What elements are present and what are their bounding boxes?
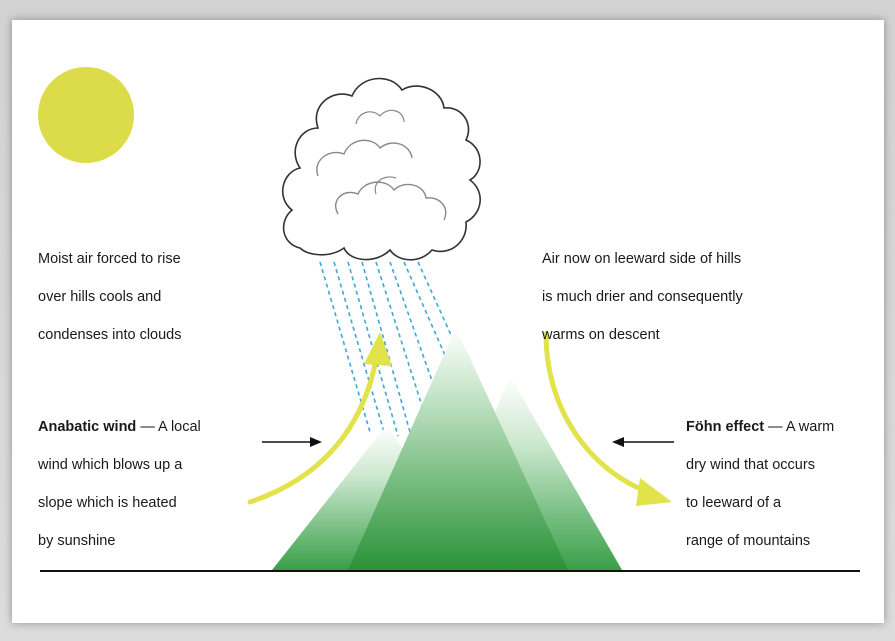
left-pointer-arrow <box>262 437 322 447</box>
caption-line: Air now on leeward side of hills <box>542 251 742 267</box>
caption-line: is much drier and consequently <box>542 289 743 305</box>
fohn-wind-arrow <box>543 331 672 506</box>
anabatic-dash-text: — A local <box>136 419 201 435</box>
fohn-definition: Föhn effect — A warm dry wind that occur… <box>686 399 834 570</box>
mountain-main-peak <box>348 328 568 570</box>
definition-line: to leeward of a <box>686 495 782 511</box>
anabatic-wind-arrow <box>247 332 392 505</box>
sun-icon <box>38 67 134 163</box>
fohn-term: Föhn effect <box>686 419 765 435</box>
definition-first-line: Anabatic wind — A local <box>38 418 201 437</box>
right-pointer-arrow <box>612 437 674 447</box>
caption-line: warms on descent <box>542 327 660 343</box>
mountain-range <box>272 328 622 570</box>
caption-leeward-air: Air now on leeward side of hills is much… <box>542 231 743 364</box>
definition-first-line: Föhn effect — A warm <box>686 418 834 437</box>
definition-line: wind which blows up a <box>38 457 183 473</box>
definition-line: by sunshine <box>38 533 116 549</box>
definition-line: slope which is heated <box>38 495 177 511</box>
caption-moist-air: Moist air forced to rise over hills cool… <box>38 231 182 364</box>
caption-line: condenses into clouds <box>38 327 182 343</box>
anabatic-definition: Anabatic wind — A local wind which blows… <box>38 399 201 570</box>
fohn-dash-text: — A warm <box>764 419 835 435</box>
caption-line: over hills cools and <box>38 289 162 305</box>
definition-line: range of mountains <box>686 533 811 549</box>
definition-line: dry wind that occurs <box>686 457 815 473</box>
cloud-icon <box>282 77 481 261</box>
caption-line: Moist air forced to rise <box>38 251 181 267</box>
anabatic-term: Anabatic wind <box>38 419 137 435</box>
